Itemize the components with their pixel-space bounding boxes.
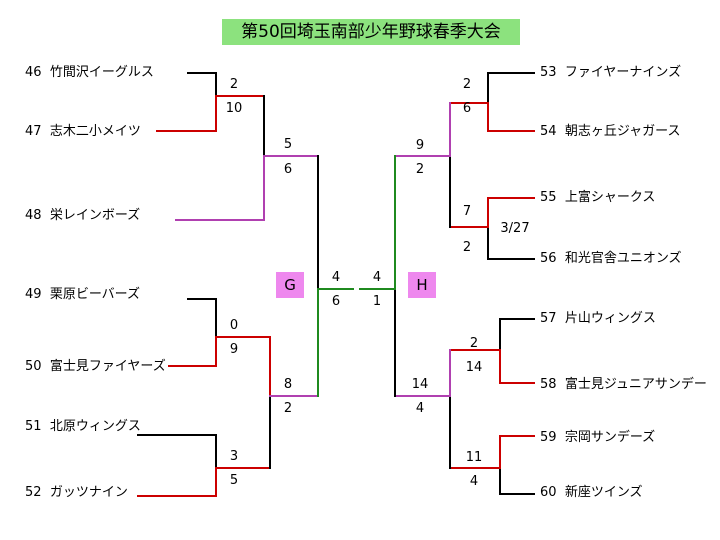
bracket-line xyxy=(394,155,451,157)
bracket-line xyxy=(263,95,265,156)
bracket-line xyxy=(449,467,501,469)
bracket-line xyxy=(215,336,271,338)
score: 5 xyxy=(283,137,293,152)
score: 5 xyxy=(229,473,239,488)
team-entry: 54 朝志ヶ丘ジャガース xyxy=(540,124,681,139)
team-entry: 55 上富シャークス xyxy=(540,190,656,205)
bracket-line xyxy=(499,318,501,351)
team-entry: 46 竹間沢イーグルス xyxy=(25,65,154,80)
bracket-line xyxy=(499,435,501,468)
bracket-line xyxy=(487,130,535,132)
bracket-line xyxy=(394,155,396,290)
score: 6 xyxy=(462,101,472,116)
bracket-line xyxy=(359,288,396,290)
score: 2 xyxy=(229,77,239,92)
bracket-line xyxy=(215,336,217,367)
bracket-line xyxy=(175,219,265,221)
score: 4 xyxy=(372,270,382,285)
bracket-line xyxy=(263,155,265,221)
bracket-line xyxy=(487,72,535,74)
bracket-line xyxy=(215,467,271,469)
bracket-line xyxy=(487,228,489,260)
bracket-line xyxy=(499,493,535,495)
score: 4 xyxy=(331,270,341,285)
bracket-line xyxy=(499,349,501,384)
team-entry: 59 宗岡サンデーズ xyxy=(540,430,656,445)
bracket-line xyxy=(215,72,217,96)
bracket-line xyxy=(269,396,271,469)
score: 9 xyxy=(415,138,425,153)
score: 14 xyxy=(411,377,429,392)
bracket-line xyxy=(263,155,319,157)
bracket-line xyxy=(449,226,489,228)
team-entry: 56 和光官舎ユニオンズ xyxy=(540,251,682,266)
score: 0 xyxy=(229,318,239,333)
bracket-line xyxy=(317,155,319,289)
bracket-line xyxy=(215,298,217,337)
score: 9 xyxy=(229,342,239,357)
team-entry: 48 栄レインボーズ xyxy=(25,208,141,223)
bracket-line xyxy=(499,435,535,437)
bracket-line xyxy=(487,197,489,228)
bracket-line xyxy=(487,258,535,260)
block-label-h: H xyxy=(408,272,436,298)
bracket-line xyxy=(269,336,271,397)
team-entry: 57 片山ウィングス xyxy=(540,311,656,326)
bracket-line xyxy=(487,197,535,199)
score: 2 xyxy=(415,162,425,177)
bracket-line xyxy=(137,434,217,436)
bracket-line xyxy=(215,95,217,132)
bracket-line xyxy=(187,72,216,74)
team-entry: 60 新座ツインズ xyxy=(540,485,643,500)
bracket-line xyxy=(449,102,489,104)
bracket-line xyxy=(317,288,319,397)
score: 1 xyxy=(372,294,382,309)
score: 8 xyxy=(283,377,293,392)
score: 2 xyxy=(283,401,293,416)
bracket-line xyxy=(187,298,216,300)
bracket-line xyxy=(499,318,535,320)
team-entry: 52 ガッツナイン xyxy=(25,485,128,500)
score: 14 xyxy=(465,360,483,375)
bracket-line xyxy=(487,102,489,132)
tournament-title: 第50回埼玉南部少年野球春季大会 xyxy=(222,19,520,45)
score: 11 xyxy=(465,450,483,465)
team-entry: 47 志木二小メイツ xyxy=(25,124,141,139)
bracket-line xyxy=(499,382,535,384)
team-entry: 50 富士見ファイヤーズ xyxy=(25,359,166,374)
score: 2 xyxy=(462,240,472,255)
bracket-line xyxy=(449,349,451,397)
bracket-line xyxy=(499,467,501,495)
team-entry: 53 ファイヤーナインズ xyxy=(540,65,682,80)
score: 3 xyxy=(229,449,239,464)
bracket-line xyxy=(394,395,451,397)
match-date: 3/27 xyxy=(500,221,530,236)
bracket-line xyxy=(137,495,217,497)
score: 2 xyxy=(469,336,479,351)
bracket-line xyxy=(449,349,501,351)
score: 4 xyxy=(469,474,479,489)
bracket-line xyxy=(215,434,217,468)
bracket-line xyxy=(156,130,217,132)
score: 6 xyxy=(283,162,293,177)
bracket-line xyxy=(449,396,451,469)
bracket-line xyxy=(317,288,354,290)
score: 4 xyxy=(415,401,425,416)
bracket-line xyxy=(215,95,265,97)
bracket-line xyxy=(394,290,396,397)
block-label-g: G xyxy=(276,272,304,298)
bracket-line xyxy=(269,395,319,397)
score: 2 xyxy=(462,77,472,92)
score: 10 xyxy=(225,101,243,116)
bracket-line xyxy=(449,102,451,157)
score: 7 xyxy=(462,204,472,219)
score: 6 xyxy=(331,294,341,309)
team-entry: 51 北原ウィングス xyxy=(25,419,141,434)
bracket-line xyxy=(215,467,217,497)
bracket-line xyxy=(449,156,451,228)
team-entry: 49 栗原ビーバーズ xyxy=(25,287,141,302)
team-entry: 58 富士見ジュニアサンデー xyxy=(540,377,707,392)
bracket-line xyxy=(168,365,217,367)
